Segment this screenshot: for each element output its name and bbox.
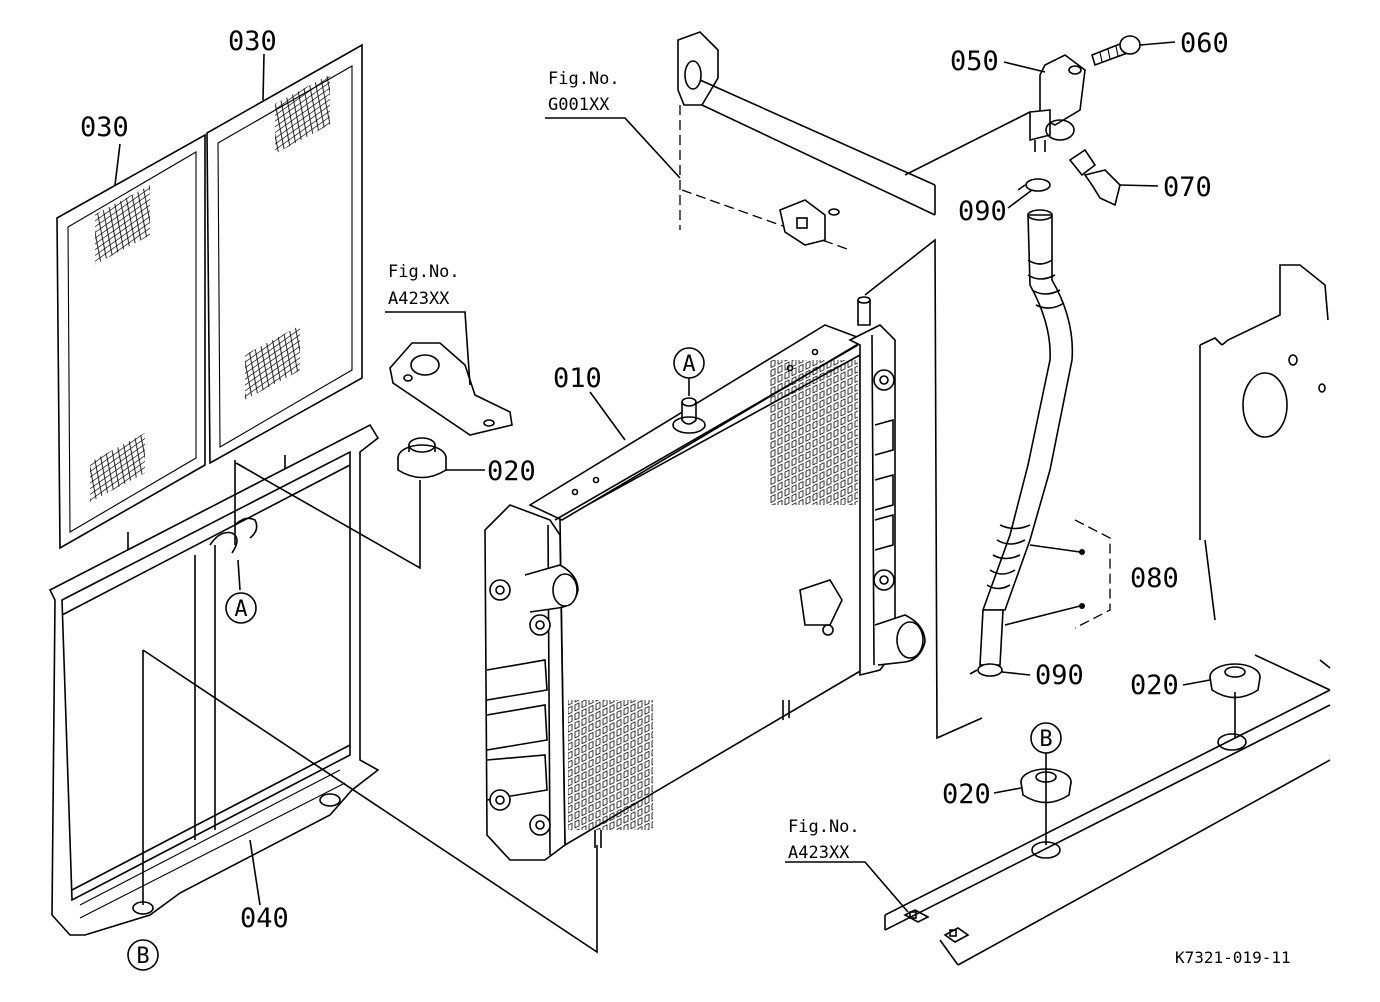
svg-text:A423XX: A423XX <box>388 289 450 309</box>
part-label-020-right: 020 <box>1130 670 1179 701</box>
callout-b-frame: B <box>127 939 159 971</box>
bolt-060 <box>1091 35 1141 67</box>
part-label-080: 080 <box>1130 563 1179 594</box>
callout-a-frame: A <box>225 592 257 624</box>
callout-a-radiator: A <box>673 347 705 396</box>
side-panel <box>1199 264 1329 621</box>
drawing-code: K7321-019-11 <box>1175 948 1291 967</box>
hose-clamp-090-top <box>1017 178 1051 192</box>
svg-text:B: B <box>136 944 149 969</box>
rubber-mount-right <box>1209 663 1261 699</box>
part-label-020-bottom: 020 <box>942 779 991 810</box>
svg-text:A: A <box>682 352 695 377</box>
rubber-mount-bracket <box>397 437 447 479</box>
part-label-090-bottom: 090 <box>1035 660 1084 691</box>
hose-080-bracket <box>1074 519 1111 629</box>
part-label-030-top: 030 <box>228 26 277 57</box>
base-frame <box>884 654 1331 966</box>
svg-text:B: B <box>1039 727 1052 752</box>
callout-b-base: B <box>1030 722 1062 754</box>
screen-left <box>56 133 206 557</box>
hose-080-marker-upper <box>1079 549 1085 555</box>
svg-text:A423XX: A423XX <box>788 843 850 863</box>
svg-text:Fig.No.: Fig.No. <box>548 69 620 89</box>
upper-frame <box>677 31 936 251</box>
frame-040 <box>48 423 380 936</box>
svg-text:Fig.No.: Fig.No. <box>388 262 460 282</box>
svg-text:G001XX: G001XX <box>548 95 610 115</box>
fig-ref-g001: Fig.No. G001XX <box>548 69 620 115</box>
part-label-010: 010 <box>553 363 602 394</box>
part-label-030-left: 030 <box>80 112 129 143</box>
fig-ref-a423-bottom: Fig.No. A423XX <box>788 817 860 863</box>
fig-ref-a423-top: Fig.No. A423XX <box>388 262 460 309</box>
part-label-040: 040 <box>240 903 289 934</box>
leader-lines <box>114 41 1236 954</box>
part-label-090-top: 090 <box>958 196 1007 227</box>
water-outlet-050 <box>1029 54 1086 152</box>
radiator-010 <box>484 296 926 861</box>
sensor-070 <box>1068 148 1121 207</box>
screen-right <box>206 43 363 477</box>
svg-text:A: A <box>234 597 247 622</box>
hose-080 <box>979 209 1074 666</box>
hose-080-marker-lower <box>1079 603 1085 609</box>
part-label-020-bracket: 020 <box>487 456 536 487</box>
part-label-070: 070 <box>1163 172 1212 203</box>
part-label-060: 060 <box>1180 28 1229 59</box>
bracket-top <box>389 342 513 436</box>
svg-text:Fig.No.: Fig.No. <box>788 817 860 837</box>
part-label-050: 050 <box>950 46 999 77</box>
hose-clamp-090-bottom <box>969 663 1003 677</box>
